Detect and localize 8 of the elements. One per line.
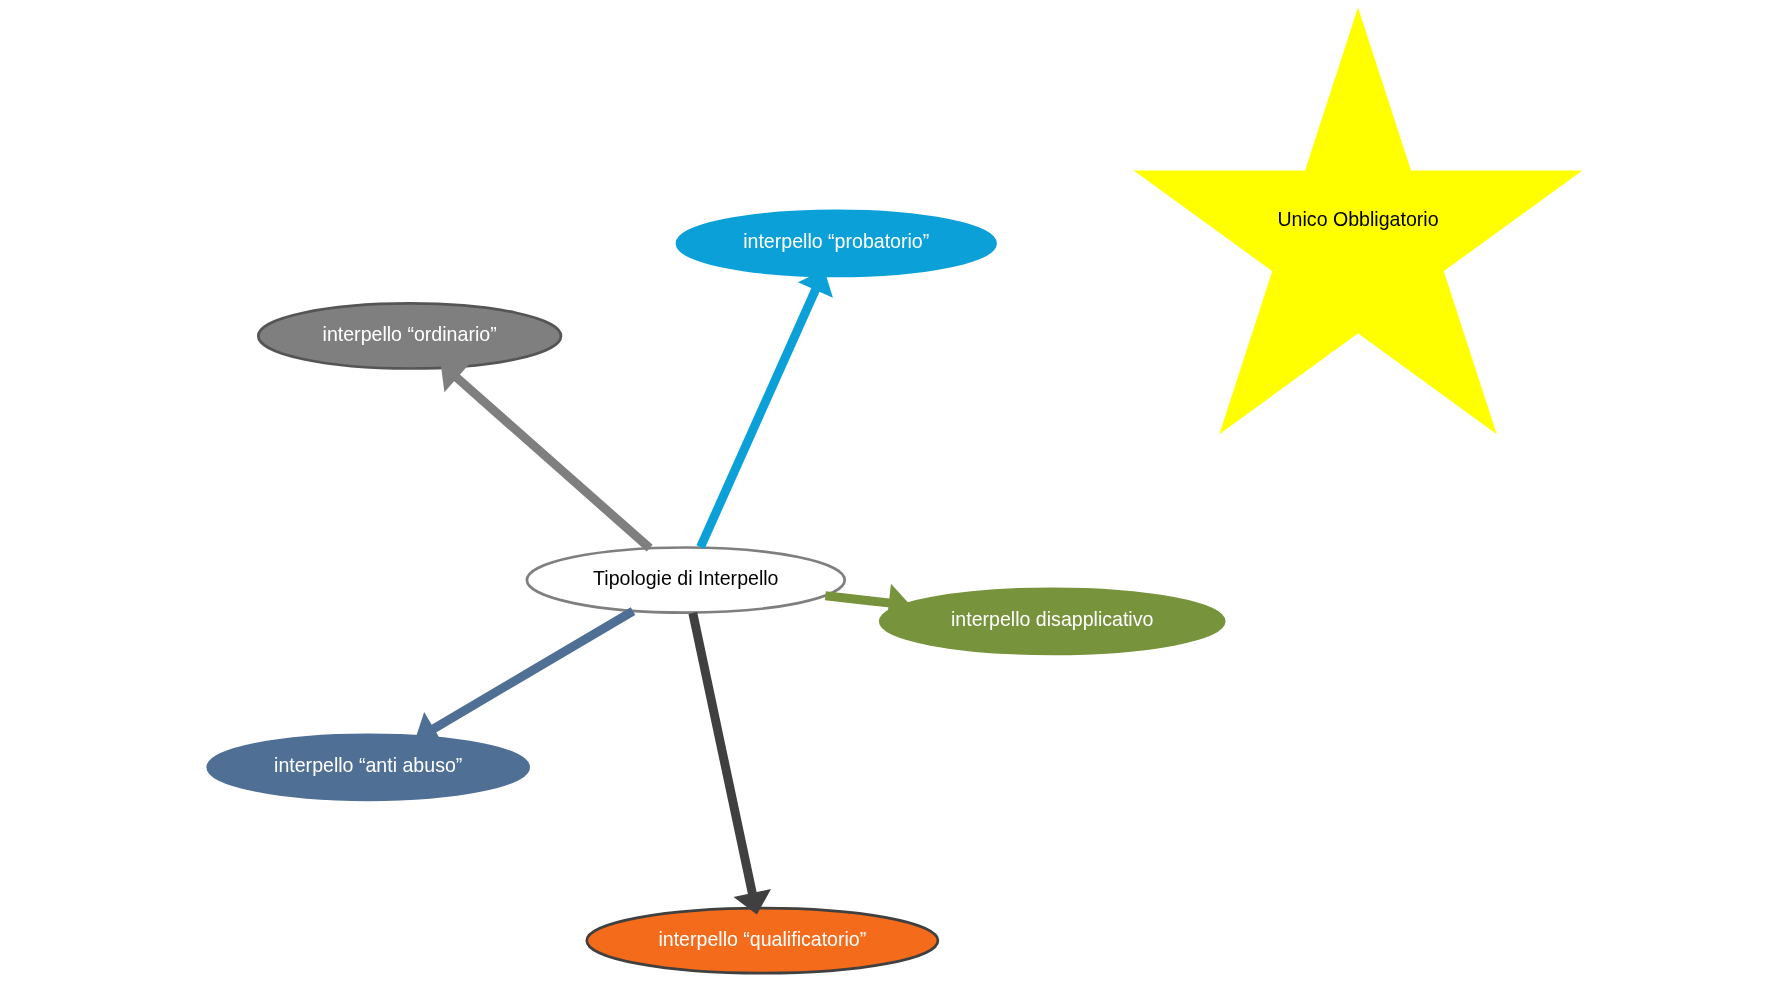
node-ellipse: interpello disapplicativo <box>878 587 1226 656</box>
node-ellipse: interpello “anti abuso” <box>206 733 530 802</box>
arrow <box>440 363 653 552</box>
node-ellipse: interpello “qualificatorio” <box>585 906 940 975</box>
node-ellipse: interpello “ordinario” <box>256 302 563 370</box>
arrow <box>688 612 771 915</box>
node-ellipse: interpello “probatorio” <box>675 209 997 278</box>
node-ellipse: Tipologie di Interpello <box>525 546 847 614</box>
